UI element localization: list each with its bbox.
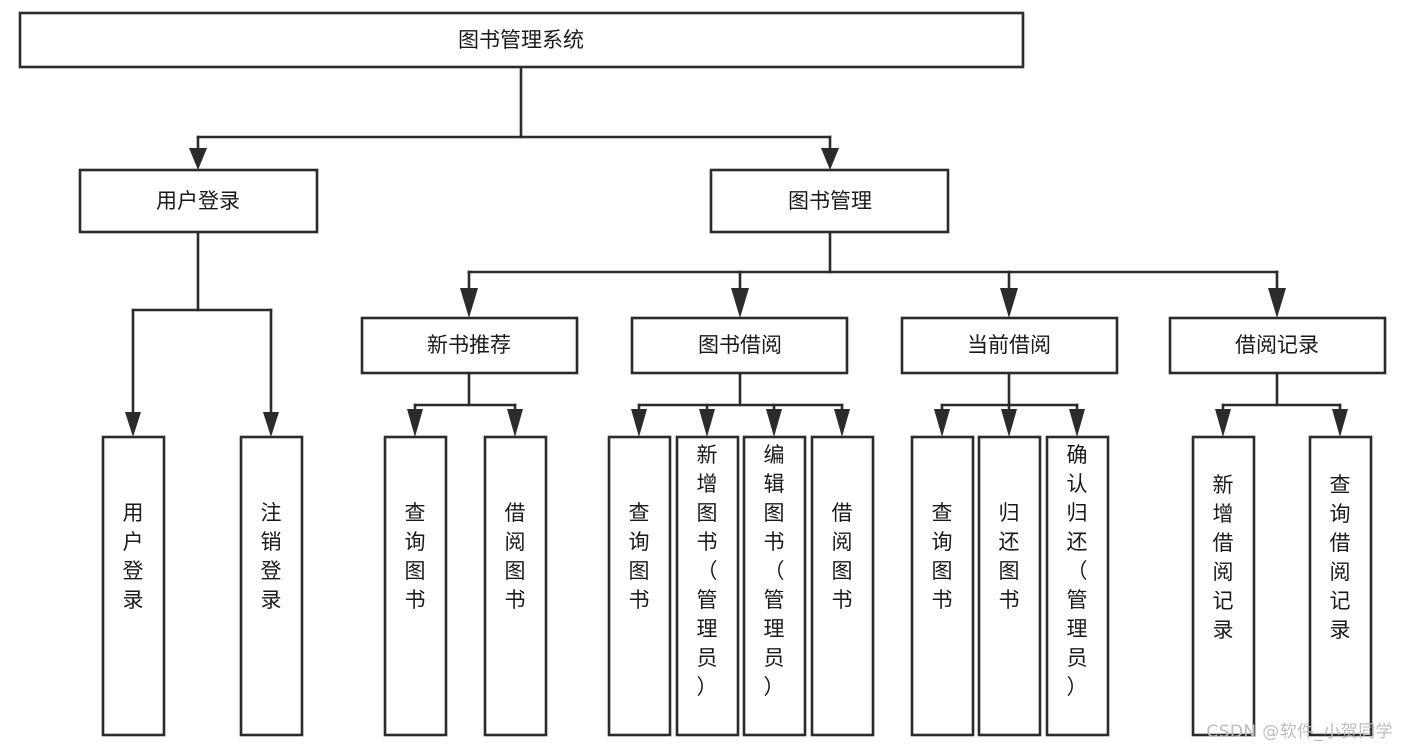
node-leaf-add-record-label: 新增借阅记录 bbox=[1213, 473, 1234, 642]
node-leaf-add-book-label: 新增图书（管理员） bbox=[697, 443, 718, 699]
node-leaf-confirm-return-box[interactable] bbox=[1045, 435, 1110, 737]
arrow-head-new-book-rec bbox=[460, 288, 478, 318]
node-book-manage[interactable]: 图书管理 bbox=[709, 168, 950, 234]
node-leaf-query-record[interactable]: 查询借阅记录 bbox=[1308, 435, 1373, 737]
connector-layer bbox=[125, 65, 1348, 437]
arrow-head-leaf-user-login bbox=[125, 412, 141, 437]
node-root[interactable]: 图书管理系统 bbox=[18, 11, 1025, 69]
node-leaf-borrow-book-2-label: 借阅图书 bbox=[832, 501, 853, 612]
node-leaf-edit-book-label: 编辑图书（管理员） bbox=[764, 443, 785, 699]
arrow-head-leaf-add-record bbox=[1215, 409, 1231, 437]
node-leaf-return-book-box[interactable] bbox=[977, 435, 1042, 737]
node-book-manage-box[interactable] bbox=[709, 168, 950, 234]
node-leaf-query-book-3-box[interactable] bbox=[910, 435, 975, 737]
node-leaf-borrow-book-2[interactable]: 借阅图书 bbox=[810, 435, 875, 737]
node-leaf-query-book-3-label: 查询图书 bbox=[932, 501, 953, 612]
node-user-login[interactable]: 用户登录 bbox=[78, 168, 319, 234]
node-leaf-query-book-1-box[interactable] bbox=[383, 435, 448, 737]
node-leaf-return-book-label: 归还图书 bbox=[999, 501, 1020, 612]
arrow-head-leaf-borrow-book-2 bbox=[834, 409, 850, 437]
node-leaf-query-book-1[interactable]: 查询图书 bbox=[383, 435, 448, 737]
node-new-book-rec[interactable]: 新书推荐 bbox=[360, 316, 579, 375]
node-leaf-logout-label: 注销登录 bbox=[261, 501, 282, 612]
node-leaf-add-book-box[interactable] bbox=[675, 435, 740, 737]
arrow-head-leaf-add-book bbox=[699, 409, 715, 437]
node-leaf-borrow-book-1-box[interactable] bbox=[483, 435, 548, 737]
node-leaf-add-record[interactable]: 新增借阅记录 bbox=[1191, 435, 1256, 737]
node-new-book-rec-label: 新书推荐 bbox=[427, 333, 511, 357]
node-leaf-query-book-1-label: 查询图书 bbox=[405, 501, 426, 612]
node-current-borrow-box[interactable] bbox=[900, 316, 1119, 375]
node-leaf-logout-box[interactable] bbox=[239, 435, 304, 737]
node-borrow-record-box[interactable] bbox=[1168, 316, 1387, 375]
arrow-head-leaf-edit-book bbox=[766, 409, 782, 437]
node-leaf-query-book-3[interactable]: 查询图书 bbox=[910, 435, 975, 737]
arrow-head-user-login bbox=[189, 148, 207, 170]
node-new-book-rec-box[interactable] bbox=[360, 316, 579, 375]
node-user-login-box[interactable] bbox=[78, 168, 319, 234]
node-leaf-query-book-2-label: 查询图书 bbox=[629, 501, 650, 612]
node-leaf-query-book-2[interactable]: 查询图书 bbox=[607, 435, 672, 737]
node-leaf-query-record-label: 查询借阅记录 bbox=[1330, 473, 1351, 642]
arrow-head-current-borrow bbox=[1000, 288, 1018, 318]
node-user-login-label: 用户登录 bbox=[156, 189, 240, 213]
arrow-head-book-borrow bbox=[731, 288, 749, 318]
arrow-head-leaf-logout bbox=[263, 412, 279, 437]
arrow-head-leaf-confirm-return bbox=[1069, 409, 1085, 437]
arrow-head-borrow-record bbox=[1268, 288, 1286, 318]
node-leaf-user-login-label: 用户登录 bbox=[123, 501, 144, 612]
arrow-head-leaf-query-record bbox=[1332, 409, 1348, 437]
node-leaf-logout[interactable]: 注销登录 bbox=[239, 435, 304, 737]
arrow-head-leaf-query-book-2 bbox=[631, 409, 647, 437]
node-leaf-user-login-box[interactable] bbox=[101, 435, 166, 737]
node-current-borrow-label: 当前借阅 bbox=[967, 333, 1051, 357]
node-leaf-add-book[interactable]: 新增图书（管理员） bbox=[675, 435, 740, 737]
node-leaf-add-record-box[interactable] bbox=[1191, 435, 1256, 737]
arrow-head-book-manage bbox=[821, 148, 839, 170]
node-leaf-edit-book-box[interactable] bbox=[742, 435, 807, 737]
node-leaf-borrow-book-1[interactable]: 借阅图书 bbox=[483, 435, 548, 737]
node-current-borrow[interactable]: 当前借阅 bbox=[900, 316, 1119, 375]
node-book-borrow-label: 图书借阅 bbox=[698, 333, 782, 357]
node-root-label: 图书管理系统 bbox=[458, 28, 584, 52]
node-book-borrow[interactable]: 图书借阅 bbox=[630, 316, 849, 375]
node-leaf-return-book[interactable]: 归还图书 bbox=[977, 435, 1042, 737]
node-leaf-borrow-book-2-box[interactable] bbox=[810, 435, 875, 737]
node-leaf-confirm-return[interactable]: 确认归还（管理员） bbox=[1045, 435, 1110, 737]
node-leaf-query-book-2-box[interactable] bbox=[607, 435, 672, 737]
arrow-head-leaf-query-book-1 bbox=[407, 409, 423, 437]
node-leaf-query-record-box[interactable] bbox=[1308, 435, 1373, 737]
csdn-watermark: CSDN @软件_小贺同学 bbox=[1206, 722, 1393, 742]
node-leaf-confirm-return-label: 确认归还（管理员） bbox=[1067, 443, 1088, 699]
node-leaf-borrow-book-1-label: 借阅图书 bbox=[505, 501, 526, 612]
arrow-head-leaf-borrow-book-1 bbox=[507, 409, 523, 437]
node-book-manage-label: 图书管理 bbox=[788, 189, 872, 213]
node-borrow-record-label: 借阅记录 bbox=[1235, 333, 1319, 357]
arrow-head-leaf-query-book-3 bbox=[934, 409, 950, 437]
node-borrow-record[interactable]: 借阅记录 bbox=[1168, 316, 1387, 375]
node-book-borrow-box[interactable] bbox=[630, 316, 849, 375]
node-leaf-edit-book[interactable]: 编辑图书（管理员） bbox=[742, 435, 807, 737]
node-root-box[interactable] bbox=[18, 11, 1025, 69]
node-leaf-user-login[interactable]: 用户登录 bbox=[101, 435, 166, 737]
arrow-head-leaf-return-book bbox=[1001, 409, 1017, 437]
